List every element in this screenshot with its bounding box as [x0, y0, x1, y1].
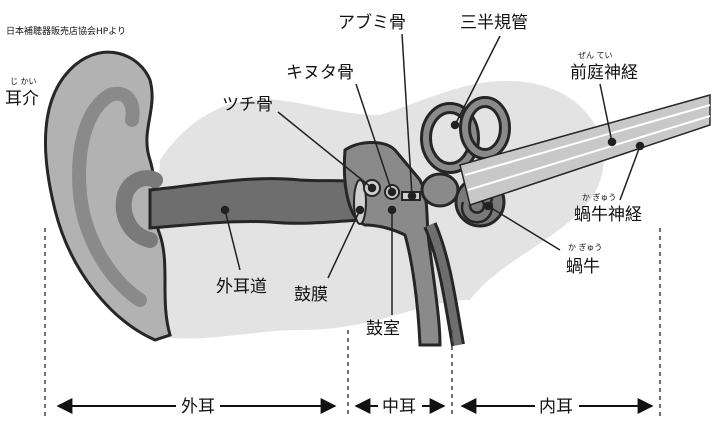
tympanic-cavity-label: 鼓室 — [366, 319, 400, 339]
semicircular-canals-label: 三半規管 — [460, 13, 528, 33]
middle-ear-label-bg — [378, 394, 422, 418]
cochlear-nerve-ruby: か ぎゅう — [582, 192, 616, 202]
auricle-ruby: じ かい — [10, 77, 37, 86]
ear-canal-label: 外耳道 — [216, 277, 267, 297]
credit-text: 日本補聴器販売店協会HPより — [6, 25, 126, 37]
semicircular-canal-1-inner — [423, 105, 477, 171]
vestibular-nerve-ruby: ぜん てい — [578, 51, 613, 60]
inner-ear-label-bg — [535, 394, 579, 418]
malleus-label: ツチ骨 — [222, 95, 273, 115]
ear-canal-shape — [148, 177, 362, 230]
middle-ear-label: 中耳 — [382, 397, 416, 417]
stapes-label: アブミ骨 — [338, 12, 406, 33]
eustachian-tube-inner — [426, 223, 462, 346]
nerve-line-1 — [464, 104, 711, 176]
inner-ear-label: 内耳 — [539, 397, 573, 417]
vestibular-nerve-label: 前庭神経 — [570, 63, 638, 83]
cochlea-label: 蝸牛 — [566, 257, 600, 277]
vestibule-shape — [420, 172, 460, 208]
outer-ear-label: 外耳 — [181, 397, 215, 417]
semicircular-canal-2-inner — [462, 99, 508, 157]
incus-label: キヌタ骨 — [286, 63, 354, 83]
auricle-shape — [43, 50, 172, 342]
auricle-inner-fold — [72, 86, 147, 307]
section-dividers — [44, 228, 661, 418]
nerve-line-2 — [467, 115, 711, 191]
outer-ear-label-bg — [176, 394, 220, 418]
cochlea-ruby: か ぎゅう — [568, 242, 602, 252]
auricle-concha — [115, 170, 163, 248]
leader-lines — [220, 33, 645, 315]
eardrum-label: 鼓膜 — [294, 285, 328, 305]
auricle-label: 耳介 — [5, 89, 39, 109]
cochlear-nerve-label: 蝸牛神経 — [574, 205, 642, 225]
